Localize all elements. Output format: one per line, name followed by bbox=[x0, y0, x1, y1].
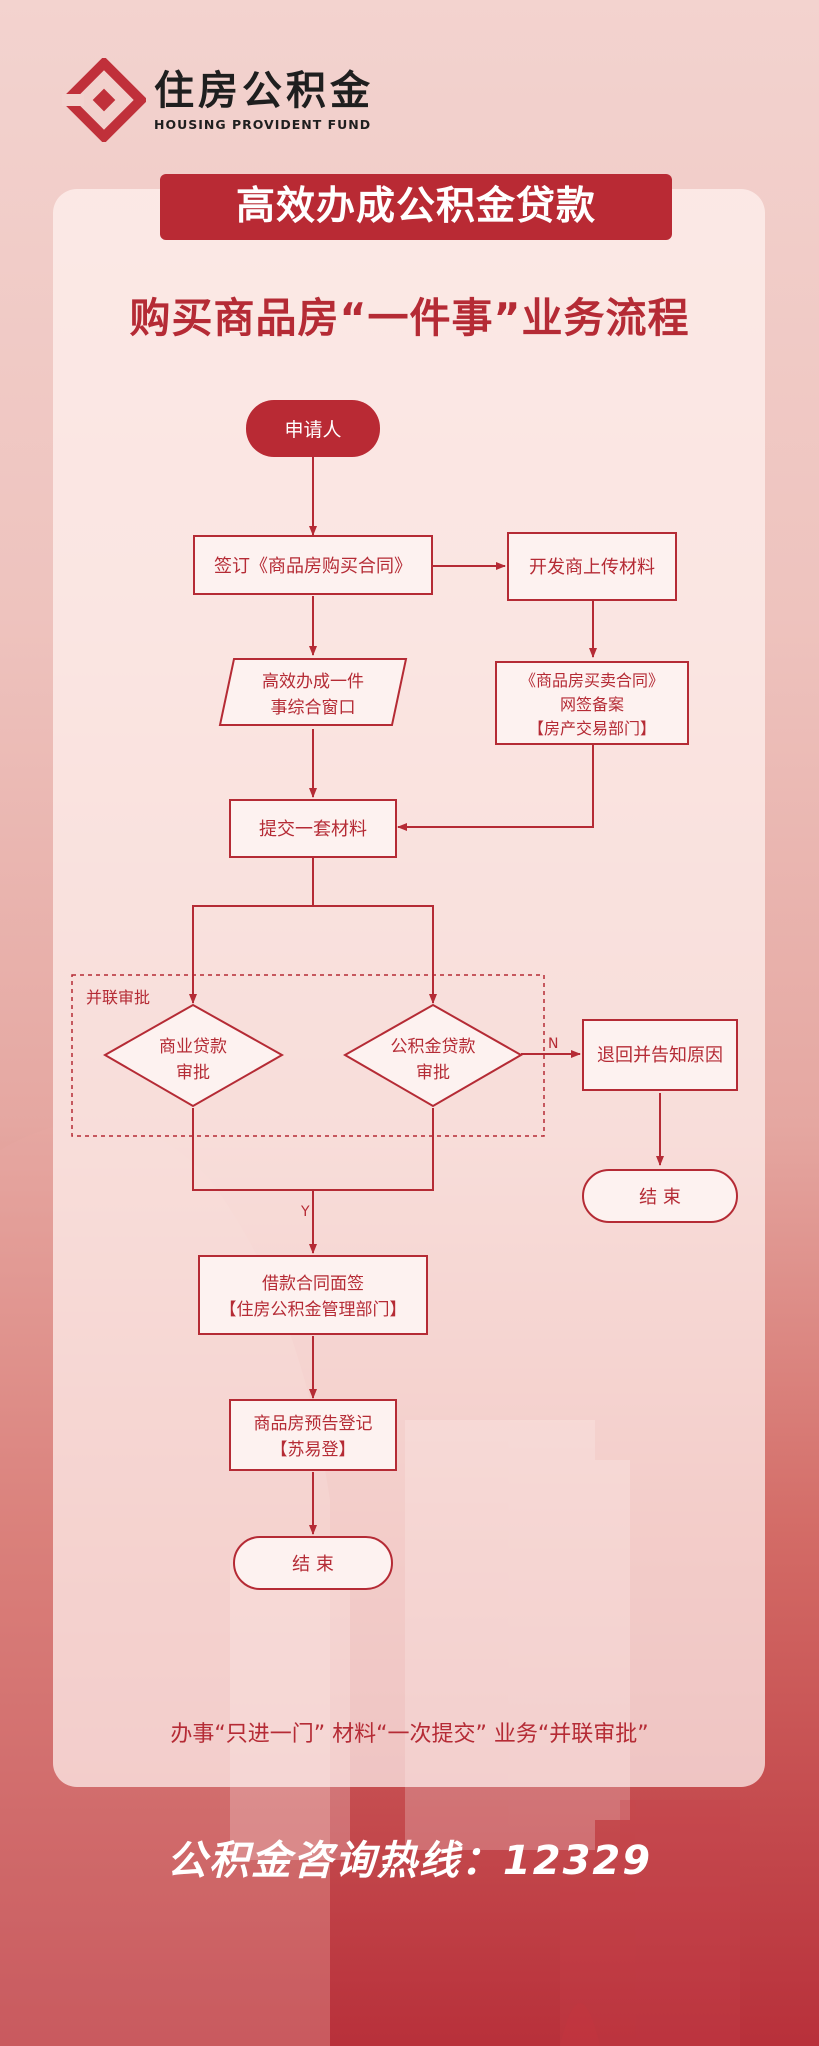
end-node-main-label: 结 束 bbox=[292, 1554, 334, 1575]
decision-commercial-loan-line1: 商业贷款 bbox=[159, 1037, 227, 1057]
node-service-window-line2: 事综合窗口 bbox=[271, 698, 356, 718]
node-presale-registration-line1: 商品房预告登记 bbox=[254, 1414, 373, 1434]
decision-commercial-loan-line2: 审批 bbox=[176, 1063, 210, 1083]
node-submit-materials bbox=[229, 799, 397, 858]
start-node-label: 申请人 bbox=[284, 419, 341, 441]
end-node-reject-label: 结 束 bbox=[639, 1187, 681, 1208]
node-loan-contract bbox=[198, 1255, 428, 1335]
decision-fund-loan bbox=[342, 1003, 524, 1108]
node-registration-line1: 《商品房买卖合同》 bbox=[520, 671, 664, 690]
housing-fund-logo-icon bbox=[62, 58, 146, 142]
content-card bbox=[53, 189, 765, 1787]
node-presale-registration-line2: 【苏易登】 bbox=[271, 1440, 356, 1460]
connector-lines bbox=[189, 457, 664, 1535]
footnote-slogan: 办事“只进一门” 材料“一次提交” 业务“并联审批” bbox=[170, 1722, 649, 1747]
parallel-approval-label: 并联审批 bbox=[86, 988, 150, 1007]
banner-title: 高效办成公积金贷款 bbox=[160, 174, 672, 240]
hotline: 公积金咨询热线：12329 bbox=[166, 1838, 653, 1884]
node-service-window bbox=[218, 658, 408, 726]
node-reject-label: 退回并告知原因 bbox=[597, 1045, 723, 1066]
node-service-window-line1: 高效办成一件 bbox=[262, 672, 364, 692]
logo-name-cn: 住房公积金 bbox=[154, 67, 374, 114]
node-loan-contract-line1: 借款合同面签 bbox=[262, 1274, 364, 1294]
node-loan-contract-line2: 【住房公积金管理部门】 bbox=[220, 1300, 407, 1320]
node-registration bbox=[495, 661, 689, 745]
logo: 住房公积金 HOUSING PROVIDENT FUND bbox=[62, 58, 374, 142]
parallel-approval-region bbox=[71, 974, 545, 1137]
decision-fund-loan-line1: 公积金贷款 bbox=[391, 1037, 476, 1057]
node-sign-contract-label: 签订《商品房购买合同》 bbox=[214, 556, 412, 577]
logo-name-en: HOUSING PROVIDENT FUND bbox=[154, 116, 372, 132]
node-developer-upload bbox=[507, 532, 677, 601]
label-y: Y bbox=[300, 1204, 310, 1220]
node-reject bbox=[582, 1019, 738, 1091]
page-subtitle: 购买商品房“一件事”业务流程 bbox=[129, 294, 690, 342]
decision-commercial-loan bbox=[102, 1003, 285, 1108]
node-submit-materials-label: 提交一套材料 bbox=[259, 819, 367, 840]
end-node-main bbox=[233, 1536, 393, 1590]
label-n: N bbox=[548, 1036, 558, 1052]
decision-fund-loan-line2: 审批 bbox=[416, 1063, 450, 1083]
node-registration-line3: 【房产交易部门】 bbox=[528, 719, 656, 738]
node-sign-contract bbox=[193, 535, 433, 595]
node-presale-registration bbox=[229, 1399, 397, 1471]
node-registration-line2: 网签备案 bbox=[560, 695, 624, 714]
node-developer-upload-label: 开发商上传材料 bbox=[529, 557, 655, 578]
end-node-reject bbox=[582, 1169, 738, 1223]
start-node-applicant bbox=[246, 400, 380, 457]
